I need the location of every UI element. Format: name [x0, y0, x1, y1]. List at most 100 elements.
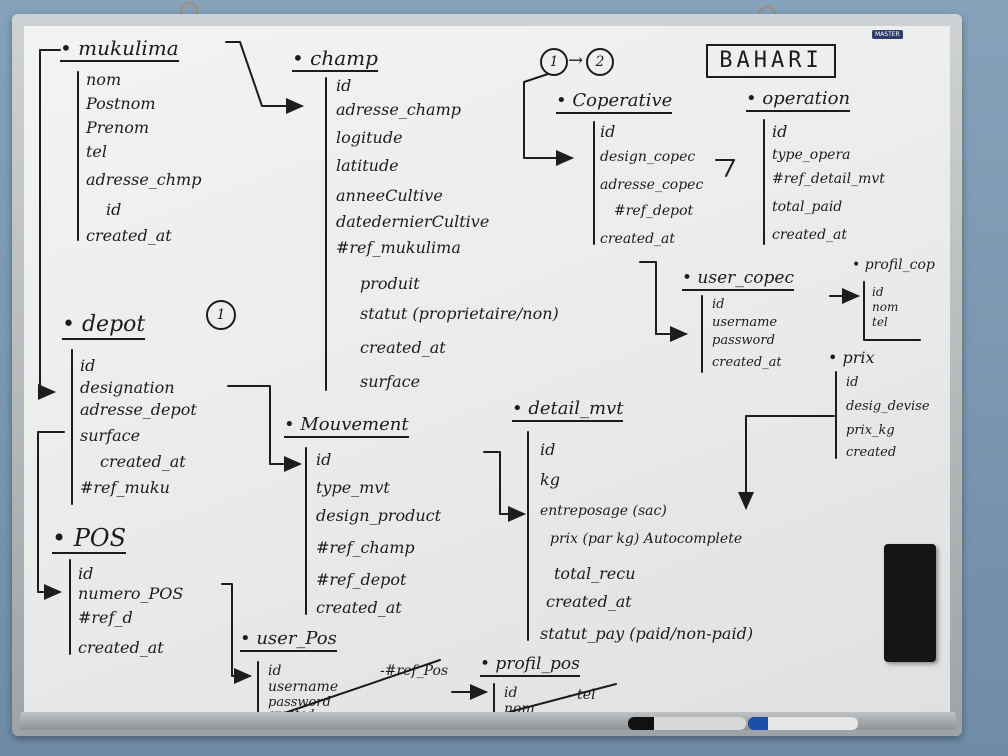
entity-title-coperative: • Coperative [556, 92, 673, 114]
field-depot: id [80, 356, 96, 375]
field-prix: desig_devise [846, 399, 930, 414]
field-user-pos: id [268, 663, 282, 679]
field-coperative: id [600, 122, 616, 141]
whiteboard-surface [24, 26, 950, 718]
user-pos-side-note: -#ref_Pos [380, 663, 449, 679]
field-mouvement: created_at [316, 598, 402, 617]
field-pos: numero_POS [78, 584, 184, 603]
field-operation: type_opera [772, 147, 851, 163]
field-operation: total_paid [772, 199, 843, 215]
step-badge-two: 2 [586, 48, 614, 76]
field-profil-cop: nom [872, 300, 899, 314]
field-coperative: adresse_copec [600, 177, 704, 193]
field-detail-mvt: prix (par kg) Autocomplete [550, 531, 743, 547]
profil-pos-side-note: - tel [568, 687, 596, 703]
relation-step-coperative [523, 73, 574, 166]
entity-title-user-copec: • user_copec [682, 270, 795, 291]
field-mukulima: Postnom [86, 94, 156, 113]
depot-badge: 1 [206, 300, 236, 330]
field-champ: logitude [336, 128, 403, 147]
field-user-copec: username [712, 315, 778, 330]
entity-title-champ: • champ [292, 46, 378, 72]
field-user-copec: created_at [712, 355, 782, 370]
field-coperative: created_at [600, 231, 676, 247]
field-depot: surface [80, 426, 141, 445]
relation-coperative-operation [715, 159, 735, 177]
field-detail-mvt: entreposage (sac) [540, 503, 667, 519]
field-mouvement: #ref_champ [316, 538, 415, 557]
field-mouvement: id [316, 450, 332, 469]
relation-mukulima-champ [225, 41, 304, 114]
field-mukulima: Prenom [86, 118, 149, 137]
field-user-copec: password [712, 333, 775, 348]
relation-coperative-usercopec [639, 261, 688, 342]
field-champ: #ref_mukulima [336, 238, 461, 257]
field-mukulima: created_at [86, 226, 172, 245]
field-prix: prix_kg [846, 423, 895, 438]
field-coperative: design_copec [600, 149, 696, 165]
entity-title-detail-mvt: • detail_mvt [512, 400, 624, 422]
field-mukulima: tel [86, 142, 108, 161]
field-champ: id [336, 76, 352, 95]
field-champ: statut (proprietaire/non) [360, 304, 559, 323]
field-champ: surface [360, 372, 421, 391]
entity-title-prix: • prix [828, 348, 875, 367]
step-arrow: → [568, 50, 584, 71]
relation-mukulima-depot [38, 49, 61, 400]
relation-pos-userpos [221, 583, 252, 684]
field-detail-mvt: total_recu [554, 564, 636, 583]
field-depot: designation [80, 378, 175, 397]
field-profil-cop: id [872, 285, 884, 299]
field-user-pos: password [268, 695, 331, 710]
field-detail-mvt: statut_pay (paid/non-paid) [540, 624, 754, 643]
step-badge-one: 1 [540, 48, 568, 76]
field-pos: id [78, 564, 94, 583]
profilcop-field-bar [863, 281, 921, 341]
brand-label: MASTER [872, 30, 903, 39]
entity-title-mukulima: • mukulima [60, 36, 179, 62]
field-detail-mvt: id [540, 440, 556, 459]
black-marker[interactable] [628, 717, 746, 730]
field-detail-mvt: kg [540, 470, 560, 489]
field-depot: #ref_muku [80, 478, 170, 497]
blue-marker[interactable] [748, 717, 858, 730]
field-pos: #ref_d [78, 608, 133, 627]
entity-title-operation: • operation [746, 90, 851, 112]
field-mouvement: design_product [316, 506, 442, 525]
field-profil-cop: tel [872, 315, 888, 329]
field-depot: adresse_depot [80, 400, 197, 419]
field-profil-pos: id [504, 685, 518, 701]
field-champ: latitude [336, 156, 399, 175]
field-operation: id [772, 122, 788, 141]
field-prix: created [846, 445, 897, 460]
field-operation: #ref_detail_mvt [772, 171, 885, 187]
field-prix: id [846, 375, 859, 390]
field-user-copec: id [712, 297, 725, 312]
relation-depot-pos [37, 431, 65, 600]
board-eraser[interactable] [884, 544, 936, 662]
field-mouvement: type_mvt [316, 478, 390, 497]
entity-title-user-pos: • user_Pos [240, 630, 337, 652]
entity-title-depot: • depot [62, 314, 146, 340]
field-mouvement: #ref_depot [316, 570, 407, 589]
relation-prix-detailmvt [738, 415, 835, 510]
field-champ: anneeCultive [336, 186, 443, 205]
field-champ: adresse_champ [336, 100, 462, 119]
field-champ: produit [360, 274, 420, 293]
field-mukulima: adresse_chmp [86, 170, 202, 189]
project-header-box: BAHARI [706, 44, 836, 78]
field-pos: created_at [78, 638, 164, 657]
field-mukulima: nom [86, 70, 122, 89]
field-detail-mvt: created_at [546, 592, 632, 611]
field-champ: datedernierCultive [336, 212, 490, 231]
field-depot: created_at [100, 452, 186, 471]
field-user-pos: username [268, 679, 339, 695]
relation-depot-mouvement [227, 385, 302, 472]
field-mukulima: id [106, 200, 122, 219]
entity-title-mouvement: • Mouvement [284, 416, 409, 438]
field-coperative: #ref_depot [614, 203, 694, 219]
field-champ: created_at [360, 338, 446, 357]
entity-title-profil-cop: • profil_cop [852, 257, 935, 273]
relation-mouvement-detailmvt [483, 451, 526, 522]
